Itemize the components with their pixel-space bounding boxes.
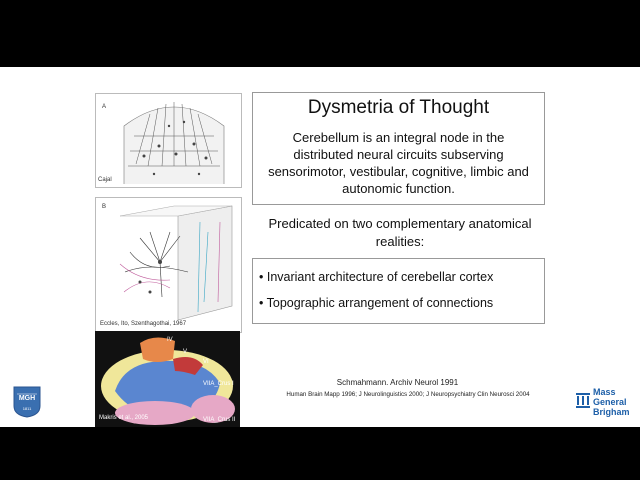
slide-body-text: Cerebellum is an integral node in the di… [268,130,529,196]
bullet-text: Topographic arrangement of connections [266,296,494,310]
mgb-line: General [593,397,627,407]
citation-main: Schmahmann. Archiv Neurol 1991 [336,378,459,387]
mgb-building-icon [576,393,590,408]
mgb-text: Mass General Brigham [593,387,630,417]
bullet-text: Invariant architecture of cerebellar cor… [266,270,494,284]
label-v: V [183,349,188,355]
label-vi: VI [203,359,209,365]
slide-title: Dysmetria of Thought [307,97,490,118]
mgh-year: 1811 [22,406,32,411]
bullet-item: • Topographic arrangement of connections [259,296,494,310]
label-crus-ii: VIIA_Crus II [203,417,236,423]
predicated-text: Predicated on two complementary anatomic… [268,216,532,249]
bullet-list-box: • Invariant architecture of cerebellar c… [252,258,545,324]
panel-a-credit: Cajal [98,177,112,183]
cajal-figure: A Cajal [95,93,242,188]
eccles-drawing [119,205,233,321]
cerebellum-render [101,337,235,425]
title-box: Dysmetria of Thought Cerebellum is an in… [252,92,545,205]
mgh-text: MGH [18,395,36,402]
panel-a-letter: A [102,104,107,110]
mgb-line: Brigham [593,407,630,417]
panel-b-credit: Eccles, Ito, Szenthagothai, 1967 [100,321,187,327]
panel-b-letter: B [102,204,107,210]
panel-c-credit: Makris et al., 2005 [99,415,149,421]
eccles-figure: B Eccles, Ito, Szenthagothai, 1967 [95,197,242,333]
label-crus-i: VIIA_Crus I [203,381,234,387]
mgb-logo: Mass General Brigham [575,387,640,423]
slide: A Cajal B [0,67,640,427]
bullet-item: • Invariant architecture of cerebellar c… [259,270,494,284]
mgb-line: Mass [593,387,616,397]
mgh-shield-icon [13,386,41,418]
citation-more: Human Brain Mapp 1996; J Neurolinguistic… [286,391,530,398]
label-iv: IV [167,337,173,343]
cajal-drawing [123,102,225,184]
mgh-logo: MGH 1811 [13,386,41,418]
cerebellum-3d-figure: IV V VI VIIA_Crus I VIIA_Crus II Makris … [95,331,240,427]
